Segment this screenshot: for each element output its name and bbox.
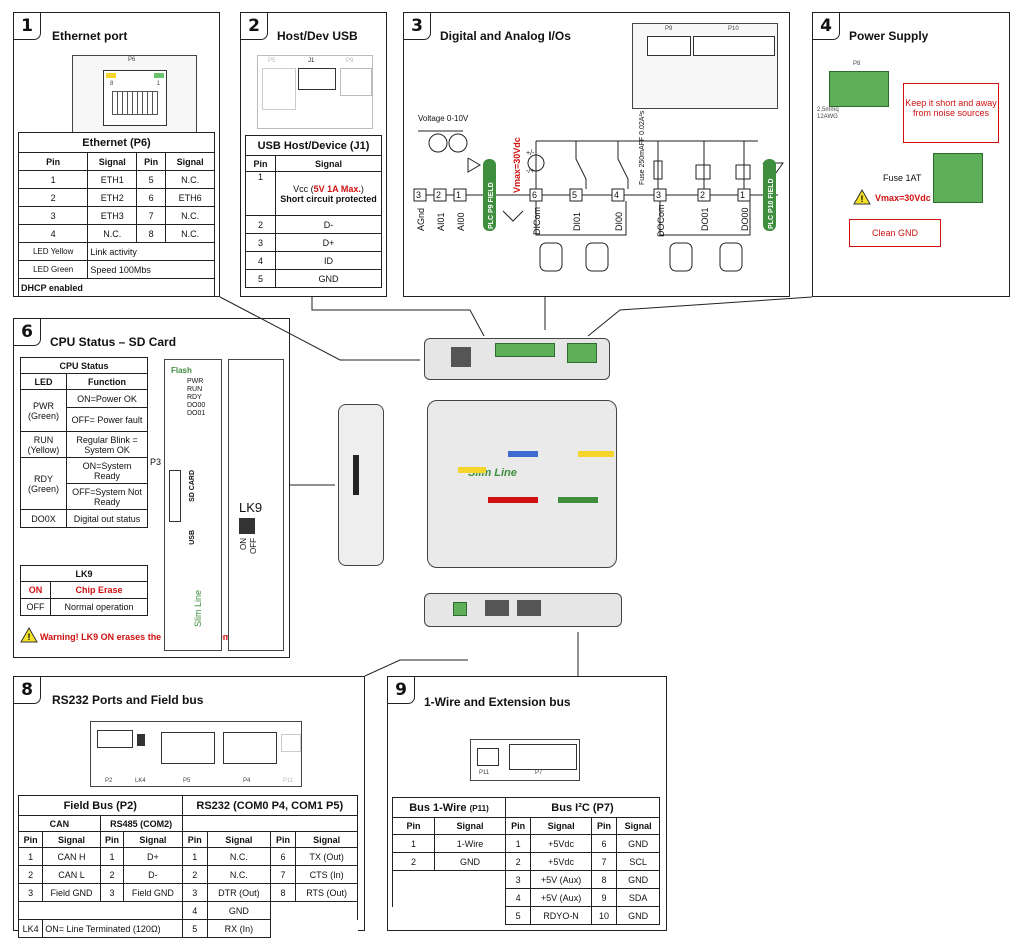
usb-panel: 2 Host/Dev USB P5 J1 P9 USB Host/Device … bbox=[240, 12, 387, 297]
p3-label: P3 bbox=[150, 457, 162, 467]
io-pin: 2 bbox=[436, 190, 441, 200]
svg-text:+/-: +/- bbox=[526, 150, 535, 157]
rs232-connector-illustration: P2 LK4 P5 P4 P11 bbox=[90, 721, 302, 787]
warning-icon: ! bbox=[20, 627, 38, 643]
io-pin: 1 bbox=[740, 190, 745, 200]
io-wiring-schematic: 3 2 1 6 5 4 3 2 1 Voltage 0-10V +/- -/+ … bbox=[413, 110, 784, 272]
io-pin: 1 bbox=[456, 190, 461, 200]
extension-connector-illustration: P11 P7 bbox=[470, 739, 580, 781]
svg-text:DICom: DICom bbox=[532, 207, 542, 235]
panel-number: 1 bbox=[13, 12, 41, 40]
device-side-view bbox=[338, 404, 384, 566]
svg-text:AGnd: AGnd bbox=[416, 208, 426, 231]
svg-text:AI00: AI00 bbox=[456, 212, 466, 231]
panel-number: 3 bbox=[403, 12, 431, 40]
svg-text:!: ! bbox=[28, 632, 31, 642]
io-pin: 6 bbox=[532, 190, 537, 200]
panel-title: Digital and Analog I/Os bbox=[440, 29, 571, 43]
panel-number: 6 bbox=[13, 318, 41, 346]
io-pin: 5 bbox=[572, 190, 577, 200]
panel-title: Host/Dev USB bbox=[277, 29, 358, 43]
svg-text:DI00: DI00 bbox=[614, 212, 624, 231]
cpu-board-side: LK9 ON OFF bbox=[228, 359, 284, 651]
noise-note: Keep it short and away from noise source… bbox=[903, 83, 999, 143]
device-top-view bbox=[424, 338, 610, 380]
panel-number: 8 bbox=[13, 676, 41, 704]
panel-title: Ethernet port bbox=[52, 29, 128, 43]
power-panel: 4 Power Supply P8 2,5mmq 12AWG Keep it s… bbox=[812, 12, 1010, 297]
svg-text:-/+: -/+ bbox=[526, 168, 534, 175]
svg-text:PLC P9 FIELD: PLC P9 FIELD bbox=[488, 182, 495, 229]
io-terminal-illustration: P9 P10 bbox=[632, 23, 778, 109]
usb-connector-illustration: P5 J1 P9 bbox=[257, 55, 373, 129]
svg-text:!: ! bbox=[861, 194, 864, 204]
io-pin: 3 bbox=[656, 190, 661, 200]
io-pin: 4 bbox=[614, 190, 619, 200]
device-front-view: Slim Line bbox=[427, 400, 617, 568]
svg-text:AI01: AI01 bbox=[436, 212, 446, 231]
power-supply-unit bbox=[933, 153, 983, 203]
panel-title: 1-Wire and Extension bus bbox=[424, 695, 571, 709]
lk9-warning: Warning! LK9 ON erases the processor mem… bbox=[40, 632, 245, 642]
fuse-label: Fuse 250mAFF 0.02A²s bbox=[639, 110, 646, 185]
clean-gnd-note: Clean GND bbox=[849, 219, 941, 247]
device-bottom-view bbox=[424, 593, 622, 627]
onewire-extension-panel: 9 1-Wire and Extension bus P11 P7 Bus 1-… bbox=[387, 676, 667, 931]
svg-text:DO01: DO01 bbox=[700, 207, 710, 231]
panel-number: 4 bbox=[812, 12, 840, 40]
voltage-label: Voltage 0-10V bbox=[418, 114, 469, 123]
panel-title: CPU Status – SD Card bbox=[50, 335, 177, 349]
svg-text:PLC P10 FIELD: PLC P10 FIELD bbox=[768, 178, 775, 229]
ethernet-jack-illustration: P6 8 1 bbox=[72, 55, 197, 133]
panel-title: Power Supply bbox=[849, 29, 929, 43]
wire-gauge-label: 2,5mmq 12AWG bbox=[817, 107, 839, 120]
svg-text:DO00: DO00 bbox=[740, 207, 750, 231]
io-pin: 2 bbox=[700, 190, 705, 200]
ethernet-panel: 1 Ethernet port P6 8 1 Ethernet (P6) Pin… bbox=[13, 12, 220, 297]
rs232-pin-table: Field Bus (P2)RS232 (COM0 P4, COM1 P5) C… bbox=[17, 795, 359, 938]
panel-number: 2 bbox=[240, 12, 268, 40]
vmax-label: Vmax=30Vdc bbox=[512, 137, 522, 193]
io-pin: 3 bbox=[416, 190, 421, 200]
panel-title: RS232 Ports and Field bus bbox=[52, 693, 204, 707]
rs232-fieldbus-panel: 8 RS232 Ports and Field bus P2 LK4 P5 P4… bbox=[13, 676, 365, 938]
fuse-label: Fuse 1AT bbox=[883, 173, 922, 183]
warning-icon: ! bbox=[853, 189, 871, 205]
vmax-label: Vmax=30Vdc bbox=[875, 193, 931, 203]
power-terminal bbox=[829, 71, 889, 107]
panel-number: 9 bbox=[387, 676, 415, 704]
svg-text:DOCom: DOCom bbox=[656, 204, 666, 237]
io-panel: 3 Digital and Analog I/Os P9 P10 bbox=[403, 12, 790, 297]
svg-text:DI01: DI01 bbox=[572, 212, 582, 231]
